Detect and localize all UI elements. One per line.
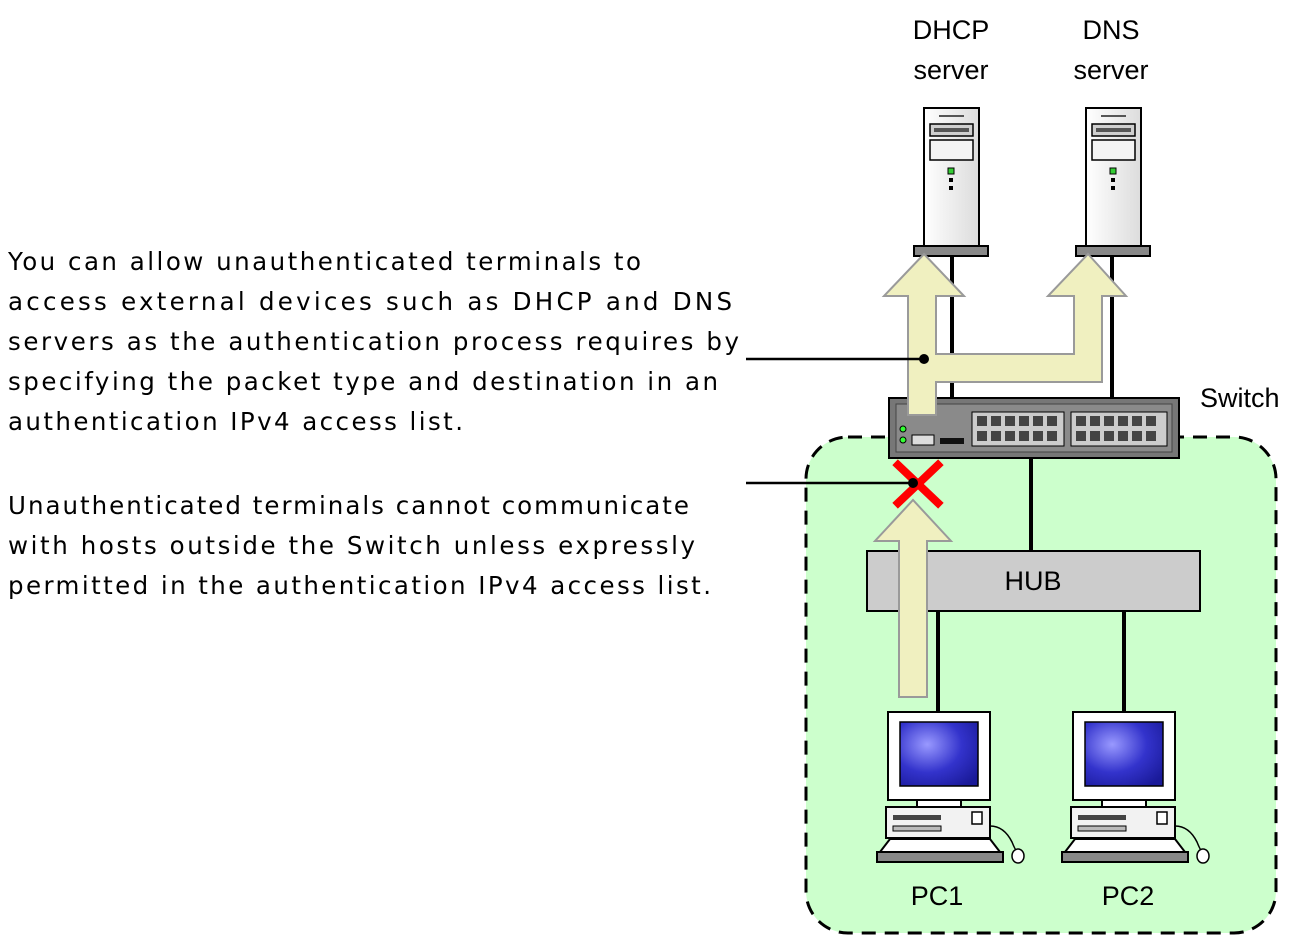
dhcp-server-label-line2: server — [913, 55, 988, 85]
dhcp-server-icon — [913, 107, 989, 257]
note-blocked-line: Unauthenticated terminals cannot communi… — [8, 491, 689, 520]
dns-server-label-line2: server — [1073, 55, 1148, 85]
note-permitted-line: specifying the packet type and destinati… — [8, 367, 718, 396]
note-blocked-line: with hosts outside the Switch unless exp… — [8, 531, 695, 560]
hub-label: HUB — [1004, 566, 1061, 596]
note-permitted-line: authentication IPv4 access list. — [8, 407, 463, 436]
switch-port-block-2 — [1070, 411, 1168, 447]
switch-label: Switch — [1200, 383, 1280, 413]
callout-permitted — [746, 354, 929, 364]
switch-port-block-1 — [971, 411, 1065, 447]
blocked-x-icon — [892, 459, 944, 509]
note-permitted-line: servers as the authentication process re… — [8, 327, 739, 356]
note-permitted-line: You can allow unauthenticated terminals … — [7, 247, 641, 276]
permitted-traffic-arrow — [881, 252, 1129, 416]
pc2-icon — [1061, 711, 1210, 864]
pc2-label: PC2 — [1102, 881, 1155, 911]
note-permitted-line: access external devices such as DHCP and… — [8, 287, 732, 316]
dns-server-icon — [1075, 107, 1151, 257]
pc1-label: PC1 — [911, 881, 964, 911]
switch-icon — [888, 397, 1180, 459]
blocked-traffic-arrow — [872, 498, 954, 698]
callout-blocked — [746, 478, 918, 488]
note-blocked: Unauthenticated terminals cannot communi… — [8, 491, 711, 600]
dhcp-server-label-line1: DHCP — [913, 15, 990, 45]
pc1-icon — [876, 711, 1025, 864]
note-blocked-line: permitted in the authentication IPv4 acc… — [8, 571, 711, 600]
note-permitted: You can allow unauthenticated terminals … — [7, 247, 739, 436]
dns-server-label-line1: DNS — [1082, 15, 1139, 45]
